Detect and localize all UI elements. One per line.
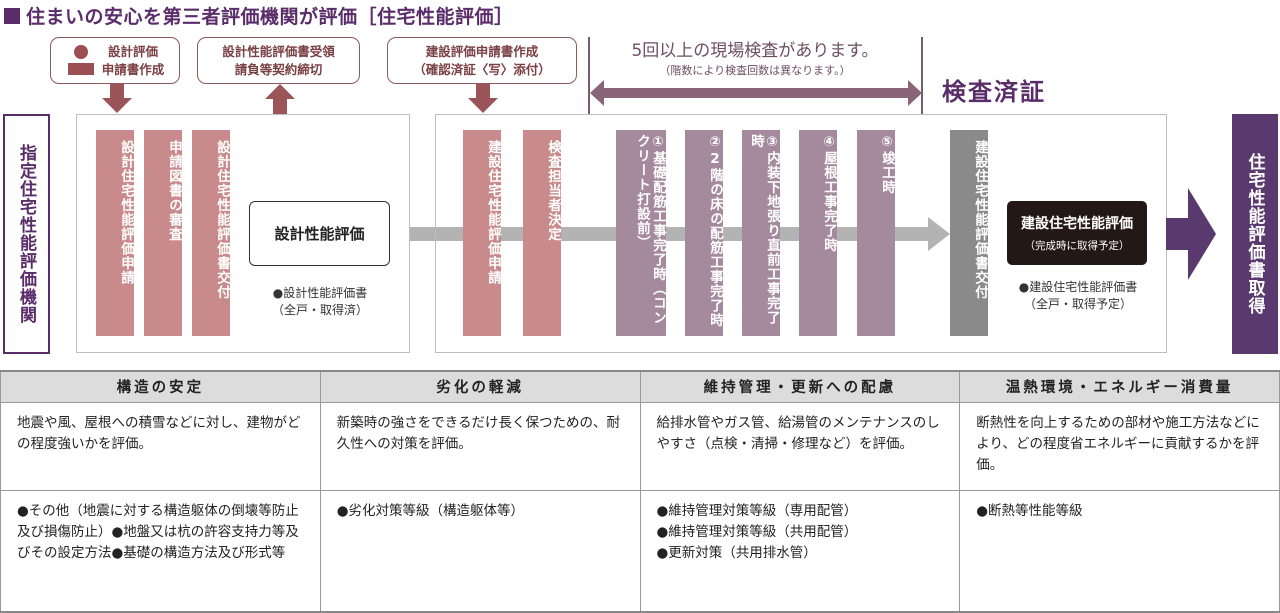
step-construction-application: 建設住宅性能評価申請	[463, 130, 501, 336]
page-title: 住まいの安心を第三者評価機関が評価［住宅性能評価］	[4, 2, 514, 29]
person-icon	[66, 44, 96, 77]
callout-construction-application: 建設評価申請書作成 （確認済証〈写〉添付）	[387, 37, 577, 84]
timeline-bar	[410, 227, 436, 241]
callout-line: 請負等契約締切	[234, 61, 323, 77]
inspection-text: 竣工時	[879, 151, 895, 195]
inspection-subheading: （階数により検査回数は異なります。）	[659, 64, 851, 77]
agency-label: 指定住宅性能評価機関	[3, 114, 50, 354]
callout-line: （確認済証〈写〉添付）	[413, 61, 551, 77]
items-cell: ●維持管理対策等級（専用配管） ●維持管理対策等級（共用配管） ●更新対策（共用…	[639, 489, 961, 613]
note-line: （全戸・取得予定）	[1023, 297, 1132, 311]
construction-note: ●建設住宅性能評価書 （全戸・取得予定）	[998, 279, 1158, 313]
items-cell: ●断熱等性能等級	[959, 489, 1280, 613]
inspection-text: 基礎配筋工事完了時	[650, 151, 666, 282]
note-line: ●建設住宅性能評価書	[1018, 280, 1138, 294]
callout-line: 設計性能評価書受領	[222, 43, 335, 59]
inspection-text: 屋根工事完了時	[821, 151, 837, 253]
table-header-row: 構造の安定 劣化の軽減 維持管理・更新への配慮 温熱環境・エネルギー消費量	[0, 370, 1280, 403]
arrow-up-icon	[265, 84, 295, 114]
step-design-application: 設計住宅性能評価申請	[96, 130, 134, 336]
construction-evaluation-box: 建設住宅性能評価 （完成時に取得予定）	[1007, 201, 1147, 265]
item: ●更新対策（共用排水管）	[656, 544, 817, 561]
items-cell: ●劣化対策等級（構造躯体等）	[319, 489, 641, 613]
table-row: 地震や風、屋根への積雪などに対し、建物がどの程度強いかを評価。 新築時の強さをで…	[0, 401, 1280, 491]
item: ●維持管理対策等級（共用配管）	[656, 523, 858, 540]
header-structure: 構造の安定	[0, 370, 321, 403]
design-evaluation-box: 設計性能評価	[249, 201, 390, 266]
big-arrow-right-icon	[1166, 188, 1216, 280]
arrow-down-icon	[102, 84, 132, 113]
certified-label: 検査済証	[942, 78, 1046, 106]
inspection-subtext: （コンクリート打設前）	[634, 134, 666, 325]
step-document-review: 申請図書の審査	[144, 130, 182, 336]
step-design-certificate-issue: 設計住宅性能評価書交付	[192, 130, 230, 336]
inspection-2: ②2階の床の配筋工事完了時	[685, 130, 723, 336]
table-row: ●その他（地震に対する構造躯体の倒壊等防止及び損傷防止）●地盤又は杭の許容支持力…	[0, 489, 1280, 613]
callout-line: 設計評価	[107, 43, 158, 59]
inspection-number: ③	[764, 134, 780, 151]
item: ●維持管理対策等級（専用配管）	[656, 502, 858, 519]
description-cell: 新築時の強さをできるだけ長く保つための、耐久性への対策を評価。	[319, 401, 641, 491]
inspection-heading: 5回以上の現場検査があります。	[631, 41, 879, 61]
design-note: ●設計性能評価書 （全戸・取得済）	[240, 285, 400, 319]
item: ●断熱等性能等級	[976, 502, 1083, 519]
item: ●その他（地震に対する構造躯体の倒壊等防止及び損傷防止）●地盤又は杭の許容支持力…	[17, 502, 299, 561]
double-arrow-icon	[590, 80, 922, 106]
description-cell: 地震や風、屋根への積雪などに対し、建物がどの程度強いかを評価。	[0, 401, 321, 491]
inspection-number: ④	[821, 134, 837, 151]
callout-line: 申請書作成	[101, 61, 165, 77]
title-text: 住まいの安心を第三者評価機関が評価［住宅性能評価］	[26, 6, 514, 28]
inspection-number: ⑤	[879, 134, 895, 151]
inspection-5: ⑤竣工時	[857, 130, 895, 336]
callout-design-receipt: 設計性能評価書受領請負等契約締切	[197, 37, 360, 84]
inspection-3: ③内装下地張り直前工事完了時	[742, 130, 780, 336]
callout-design-application: 設計評価申請書作成	[50, 37, 180, 84]
items-cell: ●その他（地震に対する構造躯体の倒壊等防止及び損傷防止）●地盤又は杭の許容支持力…	[0, 489, 321, 613]
inspection-text: 2階の床の配筋工事完了時	[707, 151, 723, 328]
description-cell: 給排水管やガス管、給湯管のメンテナンスのしやすさ（点検・清掃・修理など）を評価。	[639, 401, 961, 491]
inspection-1: ①基礎配筋工事完了時（コンクリート打設前）	[616, 130, 666, 336]
inspection-text: 内装下地張り直前工事完了時	[748, 134, 780, 325]
header-deterioration: 劣化の軽減	[319, 370, 641, 403]
note-line: （全戸・取得済）	[271, 303, 368, 317]
step-construction-certificate-issue: 建設住宅性能評価書交付	[950, 130, 988, 336]
inspection-4: ④屋根工事完了時	[799, 130, 837, 336]
construction-evaluation-label: 建設住宅性能評価	[1021, 216, 1133, 232]
note-line: ●設計性能評価書	[272, 286, 368, 300]
inspection-number: ②	[707, 134, 723, 151]
callout-line: 建設評価申請書作成	[425, 43, 539, 59]
header-maintenance: 維持管理・更新への配慮	[639, 370, 961, 403]
timeline-arrow-icon	[928, 217, 950, 251]
final-certificate-label: 住宅性能評価書取得	[1232, 114, 1278, 354]
title-square-icon	[4, 8, 20, 24]
arrow-down-icon	[468, 84, 498, 113]
header-thermal: 温熱環境・エネルギー消費量	[959, 370, 1280, 403]
description-cell: 断熱性を向上するための部材や施工方法などにより、どの程度省エネルギーに貢献するか…	[959, 401, 1280, 491]
step-inspector-assignment: 検査担当者決定	[523, 130, 561, 336]
performance-table: 構造の安定 劣化の軽減 維持管理・更新への配慮 温熱環境・エネルギー消費量 地震…	[0, 370, 1280, 613]
construction-evaluation-sub: （完成時に取得予定）	[1024, 240, 1130, 252]
item: ●劣化対策等級（構造躯体等）	[336, 502, 525, 519]
inspection-number: ①	[650, 134, 666, 151]
